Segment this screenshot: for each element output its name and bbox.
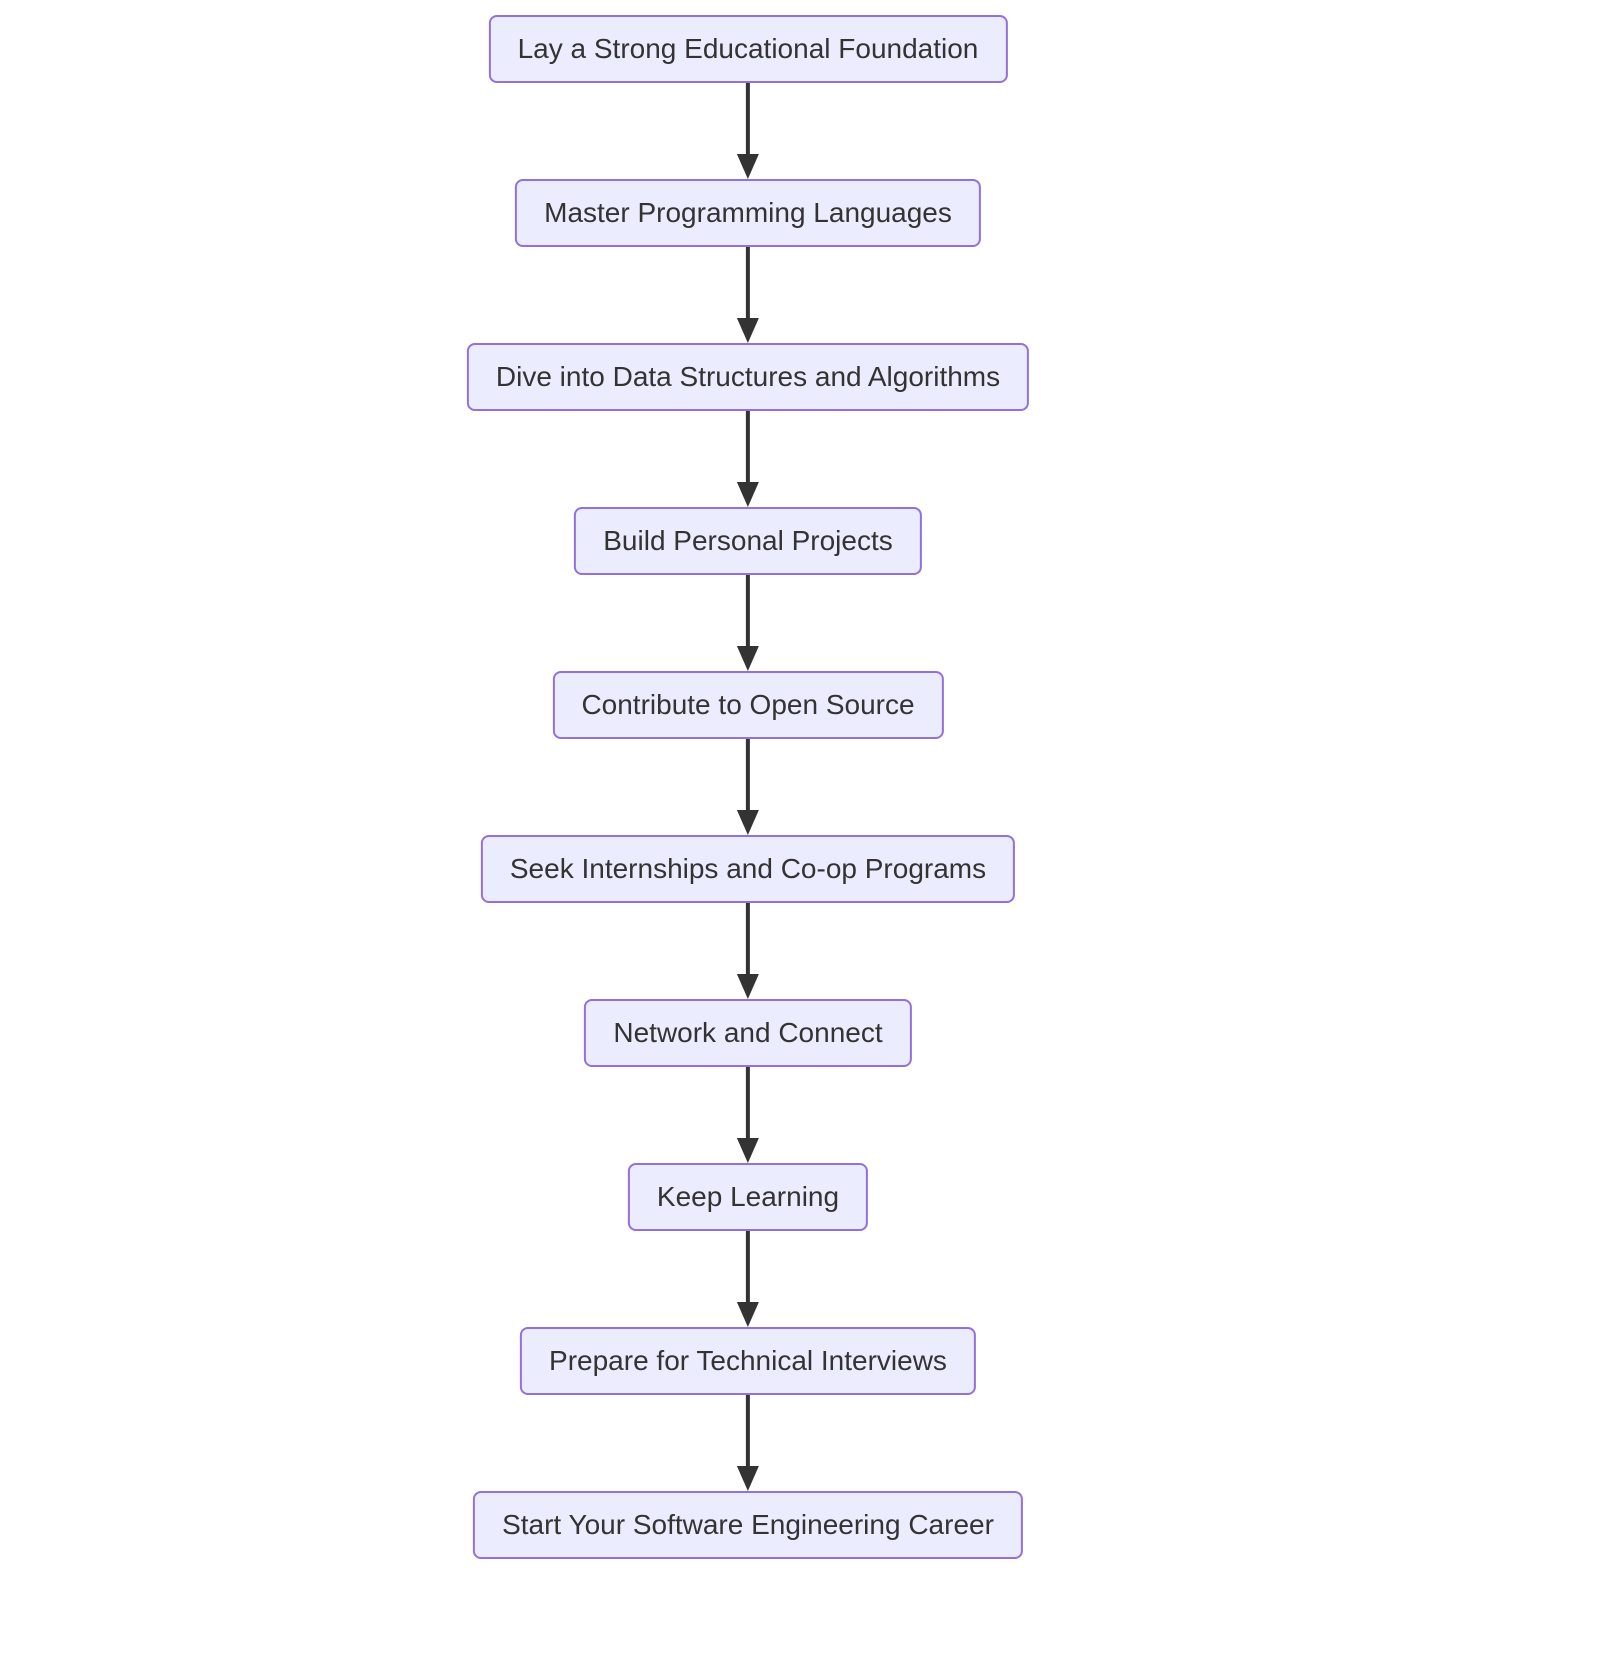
arrow-connector	[736, 1231, 759, 1327]
flow-node-personal-projects: Build Personal Projects	[574, 507, 922, 575]
arrow-connector	[736, 411, 759, 507]
arrow-head-icon	[736, 1138, 759, 1163]
flow-node-internships: Seek Internships and Co-op Programs	[480, 835, 1016, 903]
arrow-head-icon	[736, 482, 759, 507]
arrow-head-icon	[736, 646, 759, 671]
arrow-connector	[736, 247, 759, 343]
arrow-head-icon	[736, 1302, 759, 1327]
arrow-connector	[736, 83, 759, 179]
arrow-line	[745, 1231, 750, 1302]
flow-node-technical-interviews: Prepare for Technical Interviews	[520, 1327, 976, 1395]
arrow-connector	[736, 1395, 759, 1491]
arrow-line	[745, 411, 750, 482]
arrow-head-icon	[736, 810, 759, 835]
arrow-connector	[736, 1067, 759, 1163]
arrow-line	[745, 247, 750, 318]
arrow-head-icon	[736, 1466, 759, 1491]
arrow-head-icon	[736, 318, 759, 343]
arrow-connector	[736, 739, 759, 835]
arrow-connector	[736, 575, 759, 671]
arrow-line	[745, 83, 750, 154]
flow-node-open-source: Contribute to Open Source	[552, 671, 944, 739]
arrow-line	[745, 903, 750, 974]
arrow-line	[745, 1395, 750, 1466]
arrow-line	[745, 575, 750, 646]
arrow-line	[745, 1067, 750, 1138]
flow-node-start-career: Start Your Software Engineering Career	[473, 1491, 1023, 1559]
flow-node-data-structures: Dive into Data Structures and Algorithms	[466, 343, 1030, 411]
flow-node-master-languages: Master Programming Languages	[515, 179, 981, 247]
flow-node-network-connect: Network and Connect	[584, 999, 912, 1067]
flow-node-educational-foundation: Lay a Strong Educational Foundation	[488, 15, 1008, 83]
arrow-line	[745, 739, 750, 810]
arrow-head-icon	[736, 154, 759, 179]
flow-node-keep-learning: Keep Learning	[627, 1163, 869, 1231]
arrow-head-icon	[736, 974, 759, 999]
arrow-connector	[736, 903, 759, 999]
flowchart-column: Lay a Strong Educational Foundation Mast…	[466, 15, 1030, 1559]
